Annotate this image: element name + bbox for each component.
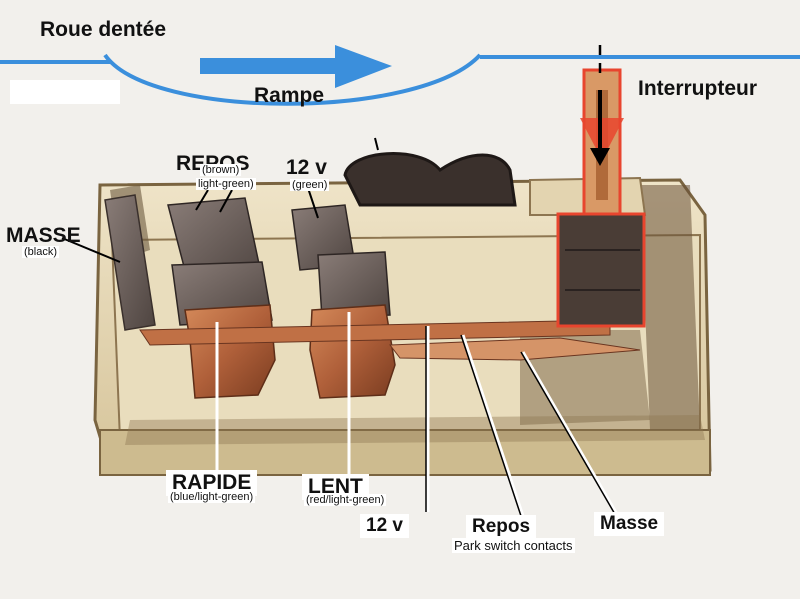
interrupteur-plunger — [556, 68, 646, 328]
masse-left-label: MASSE — [6, 224, 81, 247]
plunger-black-arrow — [590, 45, 610, 166]
copper-rail — [139, 319, 641, 361]
ramp-arrow — [200, 45, 392, 88]
twelve-v-top-sub: (green) — [290, 179, 330, 191]
masse-blade — [104, 194, 156, 331]
masse-left-sub: (black) — [22, 246, 60, 258]
masse-bottom-label: Masse — [594, 512, 665, 536]
repos-bottom-label: Repos — [466, 515, 537, 539]
repos-top-sub2: light-green) — [196, 178, 256, 190]
white-leader-lines — [215, 312, 620, 517]
black-leader-lines — [425, 326, 617, 517]
rapide-sub: (blue/light-green) — [168, 491, 256, 503]
gear-cam-outline — [0, 53, 800, 106]
interrupteur-label: Interrupteur — [638, 77, 758, 100]
leader-lines — [61, 137, 379, 263]
rampe-label: Rampe — [254, 84, 325, 107]
lent-sub: (red/light-green) — [304, 494, 387, 506]
rapide-copper-tab — [184, 304, 276, 399]
lent-blade — [317, 251, 391, 319]
roue-dentee-label: Roue dentée — [40, 18, 167, 41]
label-backdrop — [10, 80, 120, 104]
twelve-v-bottom-label: 12 v — [360, 514, 409, 538]
lent-copper-tab — [309, 304, 396, 399]
twelve-v-top-label: 12 v — [286, 156, 327, 179]
park-switch-label: Park switch contacts — [452, 538, 575, 553]
repos-top-sub1: (brown) — [200, 164, 242, 176]
